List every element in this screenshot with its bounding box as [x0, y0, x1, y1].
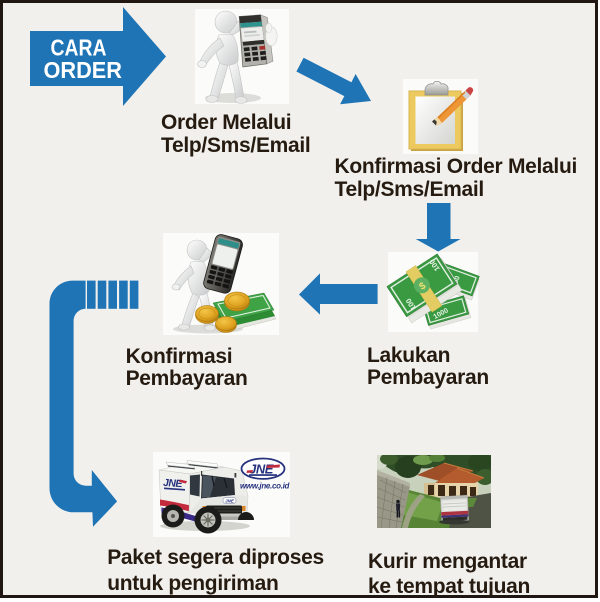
svg-text:$: $: [417, 280, 428, 292]
svg-text:JNE: JNE: [163, 477, 183, 490]
svg-text:www.jne.co.id: www.jne.co.id: [240, 482, 291, 491]
svg-text:ORDER: ORDER: [44, 57, 123, 83]
svg-text:CARA: CARA: [51, 35, 107, 61]
svg-text:JNE: JNE: [225, 499, 235, 504]
svg-text:JNE: JNE: [249, 462, 274, 477]
svg-text:50: 50: [453, 275, 462, 285]
